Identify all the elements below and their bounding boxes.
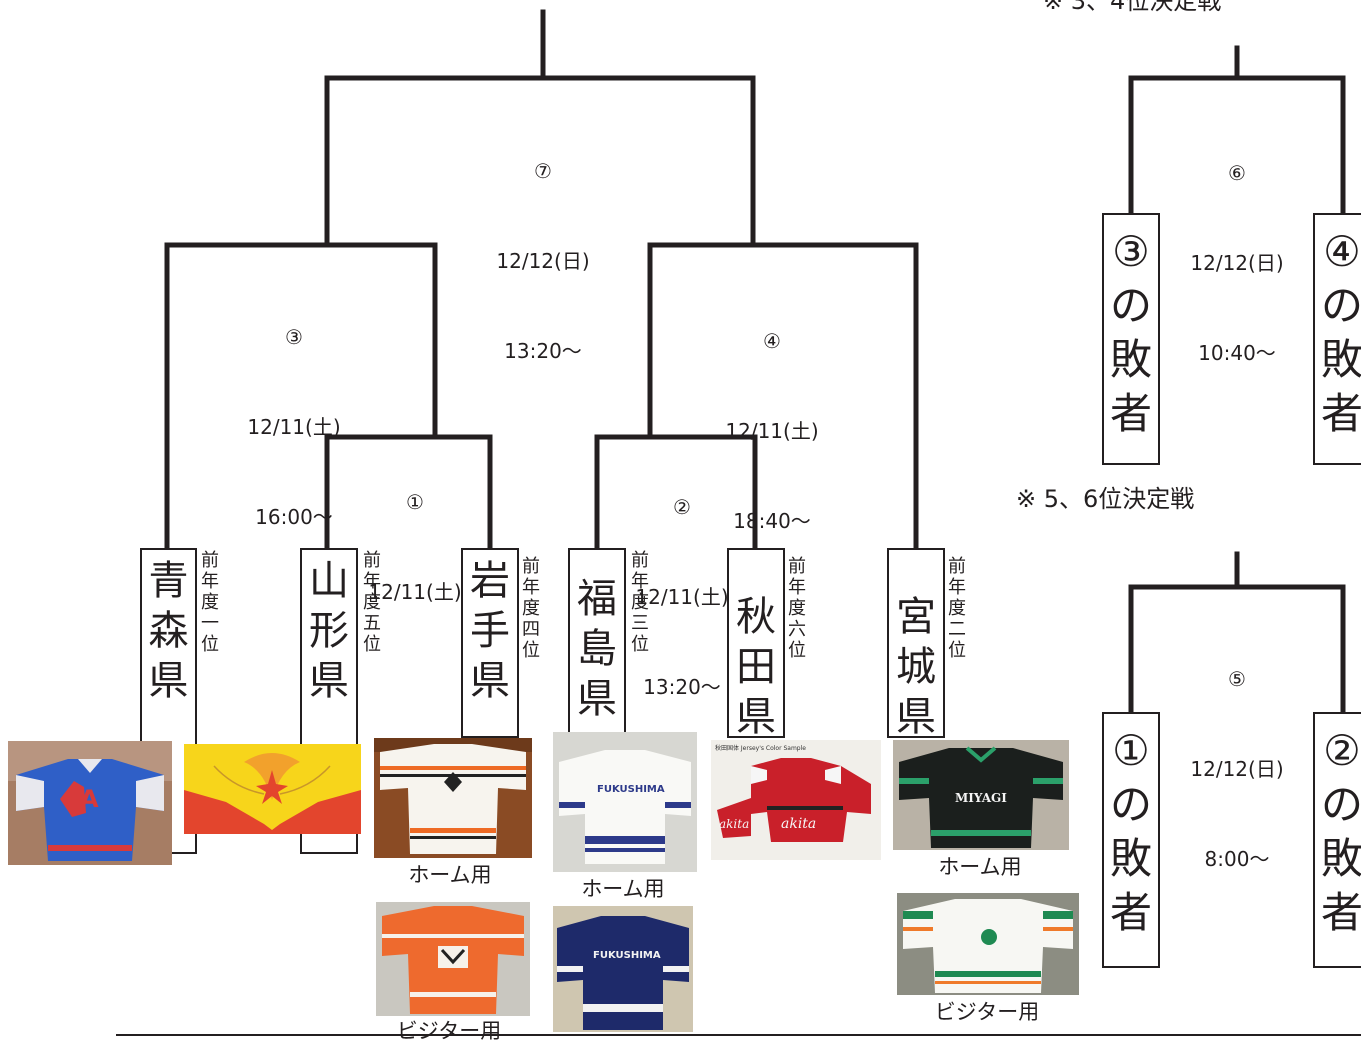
match-6-connector xyxy=(1128,45,1346,216)
iwate-visitor-caption: ビジター用 xyxy=(396,1019,502,1043)
aomori-jersey-photo: A xyxy=(8,741,172,865)
svg-text:A: A xyxy=(80,785,99,813)
match-6-date: 12/12(日) xyxy=(1190,251,1284,275)
match-6-number: ⑥ xyxy=(1228,161,1246,185)
fukushima-visitor-chest-text: FUKUSHIMA xyxy=(593,950,661,961)
match-2-label: ② 12/11(土) 13:20～ xyxy=(622,432,742,732)
rank-aomori: 前年度一位 xyxy=(201,550,219,655)
fukushima-home-caption: ホーム用 xyxy=(581,877,665,901)
match-6-label: ⑥ 12/12(日) 10:40～ xyxy=(1167,98,1307,398)
match-1-date: 12/11(土) xyxy=(368,580,462,604)
match-1-number: ① xyxy=(406,490,424,514)
iwate-home-caption: ホーム用 xyxy=(408,863,492,887)
match-2-time: 13:20～ xyxy=(643,675,721,699)
miyagi-home-caption: ホーム用 xyxy=(938,855,1022,879)
team-name-yamagata: 山形県 xyxy=(309,558,349,704)
match-2-connector xyxy=(594,434,758,551)
match-7-date: 12/12(日) xyxy=(496,249,590,273)
final-connector xyxy=(324,9,756,248)
match-2-number: ② xyxy=(673,495,691,519)
rank-yamagata: 前年度五位 xyxy=(363,550,381,655)
match-5-number: ⑤ xyxy=(1228,667,1246,691)
match-3-label: ③ 12/11(土) 16:00～ xyxy=(234,262,354,562)
match-4-date: 12/11(土) xyxy=(725,419,819,443)
match-4-label: ④ 12/11(土) 18:40～ xyxy=(712,266,832,566)
miyagi-visitor-jersey-photo xyxy=(897,893,1079,995)
miyagi-home-jersey-photo: MIYAGI xyxy=(893,740,1069,850)
match-3-time: 16:00～ xyxy=(255,505,333,529)
akita-sheet-title: 秋田国体 Jersey's Color Sample xyxy=(715,744,806,752)
match-2-date: 12/11(土) xyxy=(635,585,729,609)
akita-chest-text: akita xyxy=(781,816,816,832)
team-name-iwate: 岩手県 xyxy=(470,558,510,704)
team-miyagi: 宮城県 xyxy=(887,548,945,740)
match-7-time: 13:20～ xyxy=(504,339,582,363)
yamagata-flag-photo xyxy=(184,744,361,834)
team-name-akita: 秋田県 xyxy=(736,594,776,740)
match-4-connector xyxy=(647,242,919,551)
iwate-visitor-jersey-photo xyxy=(376,902,530,1016)
match-5-label: ⑤ 12/12(日) 8:00～ xyxy=(1167,604,1307,904)
bottom-rule xyxy=(116,1034,1361,1036)
team-name-fukushima: 福島県 xyxy=(577,576,617,722)
match-1-connector xyxy=(324,434,493,551)
third-place-note: ※ 3、4位決定戦 xyxy=(1043,0,1222,15)
team-akita: 秋田県 xyxy=(727,548,785,740)
match-4-time: 18:40～ xyxy=(733,509,811,533)
rank-miyagi: 前年度二位 xyxy=(948,556,966,661)
miyagi-chest-text: MIYAGI xyxy=(955,791,1007,805)
akita-jersey-photo: 秋田国体 Jersey's Color Sample akita akita xyxy=(711,740,881,860)
fukushima-home-jersey-photo: FUKUSHIMA xyxy=(553,732,697,872)
match-1-label: ① 12/11(土) xyxy=(355,427,475,637)
miyagi-visitor-caption: ビジター用 xyxy=(934,1000,1040,1024)
match-4-number: ④ xyxy=(763,329,781,353)
rank-fukushima: 前年度三位 xyxy=(631,550,649,655)
rank-iwate: 前年度四位 xyxy=(522,556,540,661)
akita-chest-text-2: akita xyxy=(719,817,749,831)
match-5-time: 8:00～ xyxy=(1204,847,1270,871)
fukushima-home-chest-text: FUKUSHIMA xyxy=(597,784,665,795)
match-6-time: 10:40～ xyxy=(1198,341,1276,365)
fukushima-visitor-jersey-photo: FUKUSHIMA xyxy=(553,906,693,1032)
match-3-date: 12/11(土) xyxy=(247,415,341,439)
fifth-place-note: ※ 5、6位決定戦 xyxy=(1016,485,1195,513)
iwate-home-jersey-photo xyxy=(374,738,532,858)
match-7-number: ⑦ xyxy=(534,159,552,183)
team-iwate: 岩手県 xyxy=(461,548,519,738)
team-name-aomori: 青森県 xyxy=(148,558,189,704)
team-name-miyagi: 宮城県 xyxy=(896,594,936,740)
match-5-date: 12/12(日) xyxy=(1190,757,1284,781)
team-fukushima: 福島県 xyxy=(568,548,626,738)
match-3-connector xyxy=(164,242,438,551)
rank-akita: 前年度六位 xyxy=(788,556,806,661)
match-7-label: ⑦ 12/12(日) 13:20～ xyxy=(483,96,603,396)
match-5-connector xyxy=(1128,551,1346,715)
match-3-number: ③ xyxy=(285,325,303,349)
